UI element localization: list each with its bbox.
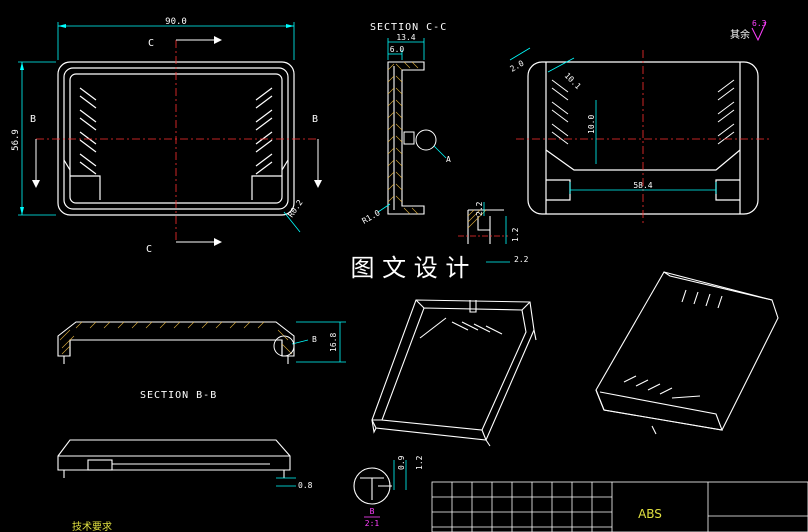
- section-bb-hatch: [59, 321, 293, 355]
- section-cc-dims: [377, 38, 425, 213]
- section-letter-b-right: B: [312, 114, 318, 125]
- roughness-label: 其余: [730, 28, 750, 41]
- title-block-material: ABS: [638, 507, 662, 521]
- right-view-dim-span: 58.4: [633, 181, 652, 190]
- detail-b-dim-2: 1.2: [415, 455, 424, 470]
- detail-b-scale: 2:1: [365, 519, 380, 528]
- section-bb-dim-height: 16.8: [329, 333, 338, 352]
- section-cc-dim-width: 13.4: [396, 33, 415, 42]
- section-letter-b-left: B: [30, 114, 36, 125]
- isometric-view-1: [371, 299, 537, 447]
- section-arrows: [32, 36, 322, 246]
- section-cc-detail-label: A: [446, 155, 451, 164]
- section-bb-dims: [291, 321, 346, 363]
- right-view-dims: [509, 47, 717, 194]
- detail-a-dim-3: 2.2: [514, 255, 529, 264]
- top-view-left-slots: [70, 87, 101, 200]
- roughness-value: 6.3: [752, 19, 767, 28]
- detail-b: [353, 467, 392, 505]
- section-cc-profile: [387, 61, 425, 215]
- section-cc-detail-circle: [415, 129, 437, 151]
- section-letter-c-top: C: [148, 38, 154, 49]
- detail-a-dim-2: 1.2: [511, 227, 520, 242]
- section-bb-detail-circle: [273, 335, 295, 357]
- section-cc-hatch: [387, 61, 419, 215]
- dim-height-56: 56.9: [11, 129, 21, 151]
- detail-a-dims: [483, 202, 510, 263]
- section-bb-detail-label: B: [312, 335, 317, 344]
- dim-width-90: 90.0: [165, 17, 187, 27]
- right-view-dim-slot-height: 10.0: [587, 115, 596, 134]
- detail-a-hatch: [467, 209, 487, 229]
- roughness-symbol: [751, 21, 767, 42]
- section-bb-profile: [57, 321, 295, 364]
- right-view-slots: [551, 79, 735, 145]
- section-cc-title: SECTION C-C: [370, 22, 447, 33]
- top-view-dimensions: [18, 22, 301, 233]
- front-view-dims: [276, 477, 296, 487]
- top-view-centerlines: [36, 40, 318, 242]
- detail-b-dim-1: 0.9: [397, 455, 406, 470]
- section-letter-c-bottom: C: [146, 244, 152, 255]
- detail-b-dims: [393, 460, 407, 490]
- isometric-view-2: [595, 271, 779, 435]
- detail-a-dim-1: 2.2: [475, 201, 484, 216]
- front-view-dim-thickness: 0.8: [298, 481, 313, 490]
- right-view-centerlines: [516, 50, 770, 226]
- detail-b-label: B: [370, 507, 375, 516]
- section-cc-dim-inner: 6.0: [390, 45, 405, 54]
- section-cut-lines: [35, 39, 319, 243]
- watermark-text: 图 文 设 计: [351, 254, 470, 282]
- top-view-right-slots: [251, 87, 282, 200]
- tech-requirements-note: 技术要求: [72, 520, 112, 532]
- section-bb-title: SECTION B-B: [140, 390, 217, 401]
- front-view: [57, 439, 291, 478]
- title-block-grid: [431, 481, 808, 532]
